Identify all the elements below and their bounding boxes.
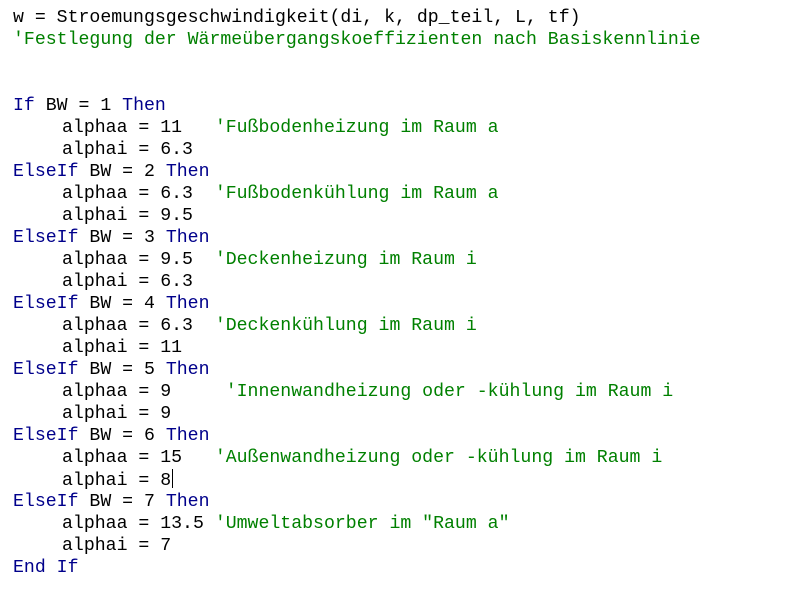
code-text: alphaa = 9	[62, 382, 226, 402]
code-text: alphaa = 6.3	[62, 316, 215, 336]
keyword: ElseIf	[13, 426, 79, 446]
code-line[interactable]: alphaa = 15 'Außenwandheizung oder -kühl…	[13, 447, 785, 469]
code-text: BW = 4	[78, 294, 166, 314]
code-line[interactable]: ElseIf BW = 5 Then	[13, 359, 785, 381]
code-line[interactable]: alphaa = 9 'Innenwandheizung oder -kühlu…	[13, 381, 785, 403]
code-line[interactable]: alphai = 7	[13, 535, 785, 557]
code-text: BW = 3	[78, 228, 166, 248]
code-text: alphaa = 15	[62, 448, 215, 468]
code-line[interactable]: alphai = 9	[13, 403, 785, 425]
code-text: alphai = 8	[62, 471, 172, 491]
code-text: alphai = 6.3	[62, 140, 193, 160]
text-cursor	[172, 469, 174, 488]
code-line[interactable]: alphaa = 11 'Fußbodenheizung im Raum a	[13, 117, 785, 139]
keyword: ElseIf	[13, 294, 79, 314]
comment-text: 'Innenwandheizung oder -kühlung im Raum …	[225, 382, 674, 402]
code-line[interactable]: alphai = 11	[13, 337, 785, 359]
code-text: BW = 7	[78, 492, 166, 512]
keyword: ElseIf	[13, 360, 79, 380]
code-text: alphaa = 13.5	[62, 514, 215, 534]
code-line[interactable]: ElseIf BW = 6 Then	[13, 425, 785, 447]
code-text: BW = 2	[78, 162, 166, 182]
keyword: If	[13, 96, 35, 116]
code-line[interactable]: If BW = 1 Then	[13, 95, 785, 117]
code-text: alphai = 11	[62, 338, 183, 358]
code-text: BW = 6	[78, 426, 166, 446]
comment-text: 'Deckenkühlung im Raum i	[214, 316, 477, 336]
keyword: Then	[165, 162, 210, 182]
code-text: alphai = 7	[62, 536, 172, 556]
code-text: BW = 5	[78, 360, 166, 380]
keyword: End If	[13, 558, 79, 578]
keyword: Then	[165, 294, 210, 314]
comment-text: 'Deckenheizung im Raum i	[214, 250, 477, 270]
code-text: alphaa = 11	[62, 118, 215, 138]
keyword: ElseIf	[13, 492, 79, 512]
code-line[interactable]: alphaa = 6.3 'Deckenkühlung im Raum i	[13, 315, 785, 337]
keyword: Then	[165, 228, 210, 248]
comment-text: 'Außenwandheizung oder -kühlung im Raum …	[214, 448, 663, 468]
keyword: ElseIf	[13, 162, 79, 182]
code-line[interactable]: w = Stroemungsgeschwindigkeit(di, k, dp_…	[13, 7, 785, 29]
code-line[interactable]	[13, 51, 785, 73]
keyword: Then	[122, 96, 166, 116]
code-line[interactable]: alphai = 6.3	[13, 139, 785, 161]
comment-text: 'Umweltabsorber im "Raum a"	[214, 514, 510, 534]
code-text: alphaa = 9.5	[62, 250, 215, 270]
keyword: Then	[165, 492, 210, 512]
code-line[interactable]: ElseIf BW = 3 Then	[13, 227, 785, 249]
code-text: alphai = 6.3	[62, 272, 193, 292]
comment-text: 'Festlegung der Wärmeübergangskoeffizien…	[13, 30, 701, 50]
code-line[interactable]: ElseIf BW = 2 Then	[13, 161, 785, 183]
code-line[interactable]: alphaa = 9.5 'Deckenheizung im Raum i	[13, 249, 785, 271]
code-line[interactable]: alphaa = 13.5 'Umweltabsorber im "Raum a…	[13, 513, 785, 535]
code-line[interactable]: alphai = 6.3	[13, 271, 785, 293]
keyword: Then	[165, 426, 210, 446]
code-text: alphai = 9	[62, 404, 172, 424]
code-line[interactable]: alphai = 9.5	[13, 205, 785, 227]
code-text: alphai = 9.5	[62, 206, 193, 226]
code-line[interactable]: alphaa = 6.3 'Fußbodenkühlung im Raum a	[13, 183, 785, 205]
code-line[interactable]: ElseIf BW = 7 Then	[13, 491, 785, 513]
code-line[interactable]: alphai = 8	[13, 469, 785, 491]
code-line[interactable]	[13, 73, 785, 95]
code-text: BW = 1	[34, 96, 123, 116]
comment-text: 'Fußbodenkühlung im Raum a	[214, 184, 499, 204]
code-text: alphaa = 6.3	[62, 184, 215, 204]
code-text: w = Stroemungsgeschwindigkeit(di, k, dp_…	[13, 8, 581, 28]
code-line[interactable]: ElseIf BW = 4 Then	[13, 293, 785, 315]
keyword: Then	[165, 360, 210, 380]
code-line[interactable]: 'Festlegung der Wärmeübergangskoeffizien…	[13, 29, 785, 51]
comment-text: 'Fußbodenheizung im Raum a	[214, 118, 499, 138]
keyword: ElseIf	[13, 228, 79, 248]
code-line[interactable]: End If	[13, 557, 785, 579]
